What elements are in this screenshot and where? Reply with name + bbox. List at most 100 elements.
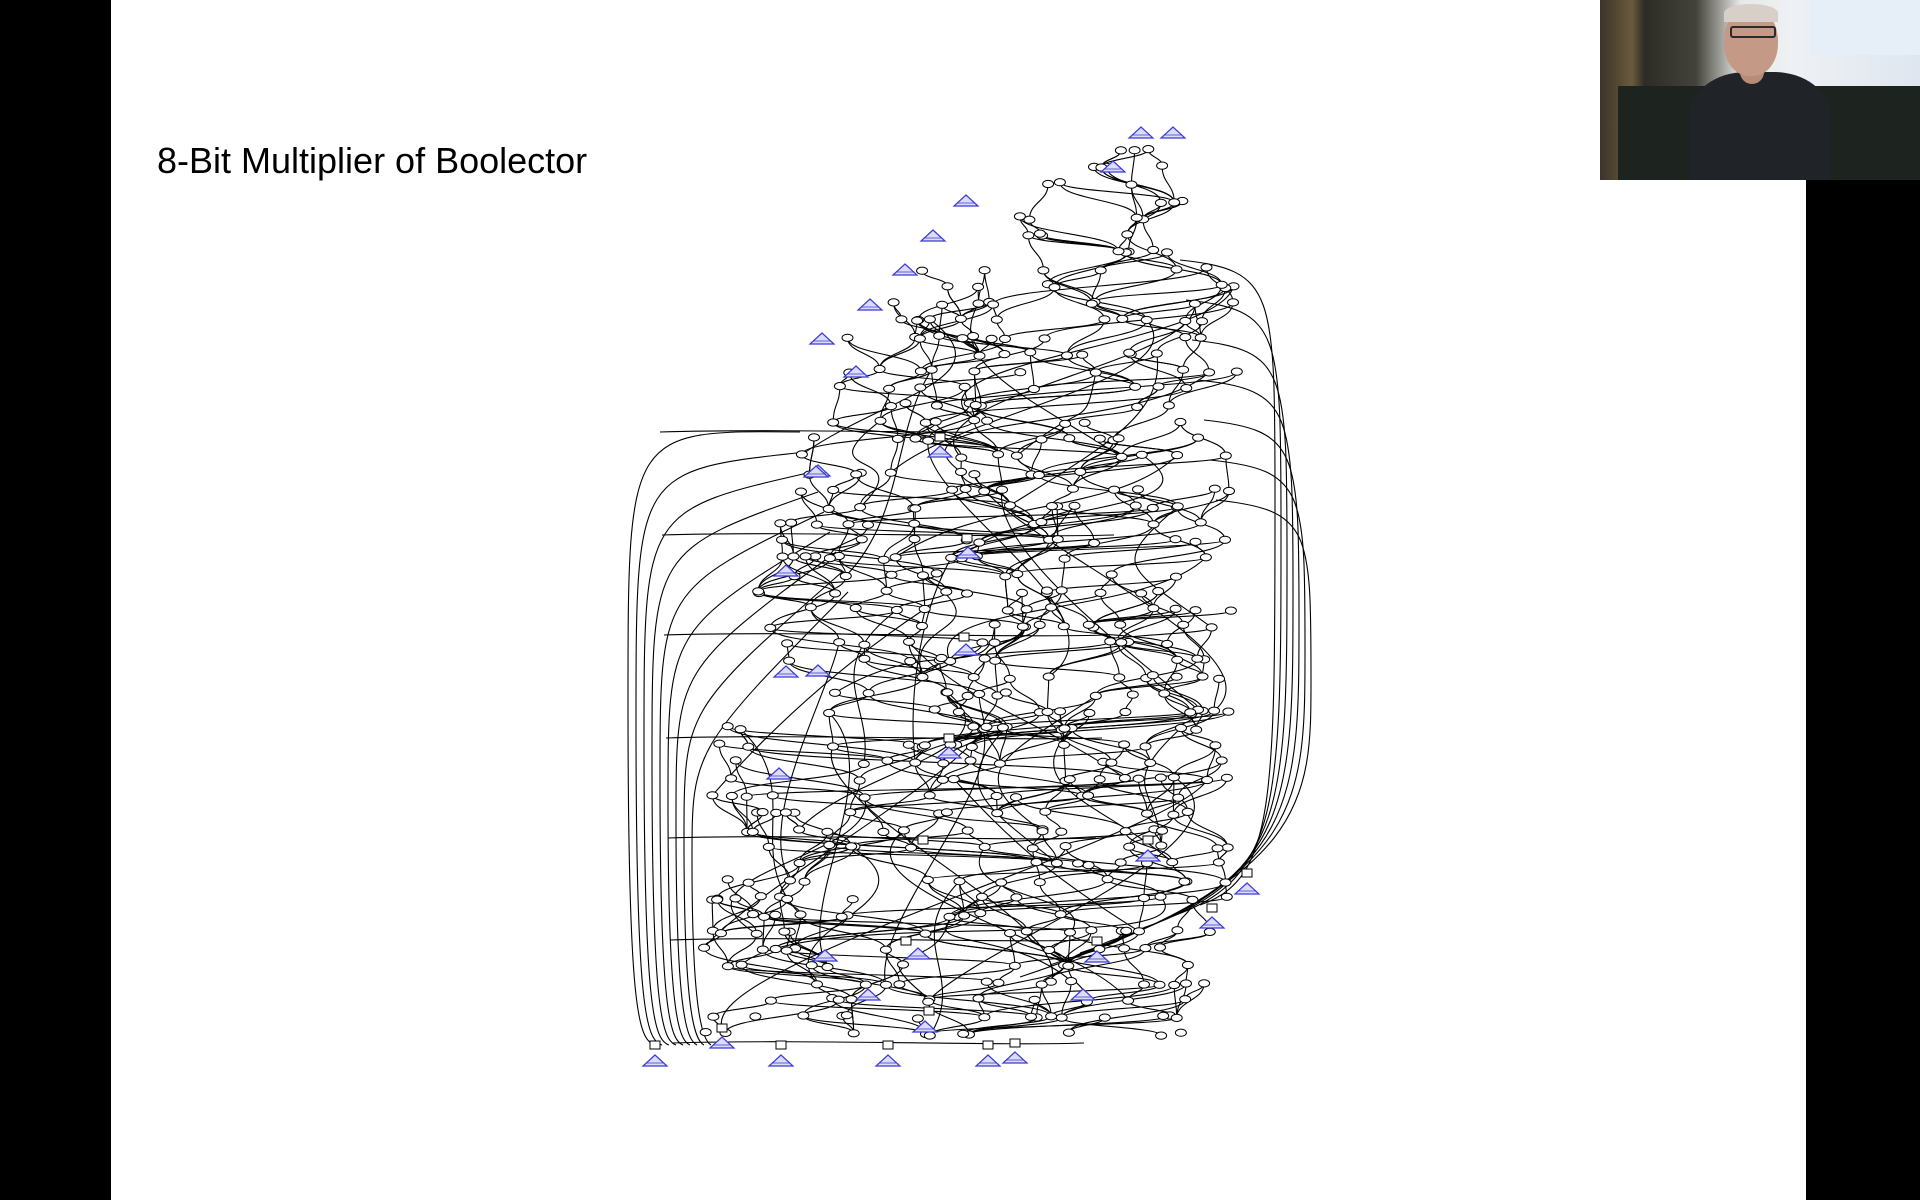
gate-node (1208, 484, 1221, 493)
graph-edge (992, 267, 1208, 305)
graph-edge (1173, 984, 1178, 1018)
gate-node (1220, 892, 1233, 901)
gate-node (1033, 229, 1046, 238)
graph-edge (1213, 678, 1220, 711)
gate-node (998, 350, 1011, 359)
gate-node (850, 470, 863, 479)
gate-node (858, 793, 871, 802)
gate-node (1201, 775, 1214, 785)
graph-edge (1004, 539, 1059, 577)
graph-edge (961, 454, 1164, 559)
graph-edge (780, 642, 840, 881)
gate-node (1058, 724, 1071, 733)
gate-node (799, 552, 812, 561)
gate-node (887, 298, 900, 307)
gate-node (961, 826, 974, 835)
graph-edge (832, 386, 841, 423)
gate-node (844, 808, 857, 817)
graph-edge (691, 591, 849, 1046)
gate-node (964, 756, 977, 765)
gate-node (1038, 334, 1051, 343)
gate-node (1152, 587, 1165, 596)
gate-node (1055, 1013, 1068, 1022)
gate-node (999, 688, 1012, 697)
gate-node (1054, 707, 1067, 716)
gate-node (990, 791, 1003, 801)
graph-edge (1029, 352, 1035, 390)
gate-node (916, 621, 928, 631)
gate-node (721, 875, 734, 884)
gate-node (827, 418, 840, 427)
gate-node (1178, 877, 1191, 886)
gate-node (1167, 773, 1180, 782)
graph-edge (1019, 499, 1312, 978)
gate-node (1032, 470, 1045, 480)
graph-edge (839, 385, 971, 404)
gate-node (1028, 995, 1041, 1004)
gate-node (1180, 384, 1193, 393)
gate-node (919, 418, 932, 427)
gate-node (781, 639, 794, 648)
input-triangle-marker (856, 298, 884, 311)
graph-edge (1064, 524, 1155, 559)
graph-edge (1019, 216, 1120, 252)
diagram-input-markers (641, 126, 1261, 1067)
gate-node (1016, 588, 1028, 598)
gate-node (935, 653, 948, 663)
gate-node (1026, 844, 1039, 853)
gate-node (793, 858, 806, 868)
gate-node (911, 1014, 924, 1023)
gate-node (1140, 315, 1153, 325)
gate-node (829, 589, 842, 598)
graph-edge (724, 999, 840, 1034)
gate-node (1154, 892, 1167, 901)
gate-node (1113, 673, 1126, 682)
gate-node (1215, 756, 1228, 765)
graph-edge (1048, 642, 1122, 677)
gate-node (955, 453, 968, 462)
graph-edge (830, 746, 1054, 982)
gate-node (1072, 859, 1084, 868)
gate-node (1168, 980, 1181, 990)
graph-edge (1009, 353, 1159, 506)
gate-node (1194, 333, 1207, 342)
input-triangle-marker (952, 194, 980, 207)
graph-edge (659, 430, 1121, 434)
graph-edge (740, 728, 801, 915)
gate-node (1089, 368, 1102, 377)
graph-edge (802, 1014, 927, 1035)
graph-edge (730, 797, 867, 935)
gate-node (1189, 606, 1202, 615)
gate-node (821, 962, 834, 972)
graph-edge (1130, 150, 1136, 185)
gate-node (1147, 604, 1160, 613)
gate-node (897, 826, 910, 835)
graph-edge (994, 660, 998, 696)
gate-node (958, 911, 971, 920)
gate-node (967, 722, 980, 731)
gate-node (1051, 535, 1064, 544)
gate-node (1004, 929, 1016, 938)
graph-edge (683, 571, 843, 1046)
gate-node (943, 912, 956, 921)
graph-edge (935, 421, 999, 455)
gate-node (1135, 589, 1148, 598)
input-triangle-marker (804, 664, 832, 677)
graph-edge (801, 419, 975, 455)
gate-node (1098, 1013, 1111, 1022)
graph-edge (808, 437, 815, 475)
gate-node (1027, 384, 1040, 394)
gate-node (1129, 382, 1142, 391)
graph-edge (846, 337, 881, 370)
gate-node (891, 434, 904, 443)
gate-node (1122, 996, 1135, 1005)
graph-edge (1093, 284, 1223, 303)
gate-node (729, 756, 742, 765)
gate-node (981, 416, 994, 425)
gate-node (980, 722, 993, 732)
gate-node (742, 742, 755, 751)
gate-node (779, 808, 792, 817)
graph-edge (1079, 471, 1137, 506)
gate-node (965, 742, 978, 752)
graph-edge (1004, 576, 1009, 611)
